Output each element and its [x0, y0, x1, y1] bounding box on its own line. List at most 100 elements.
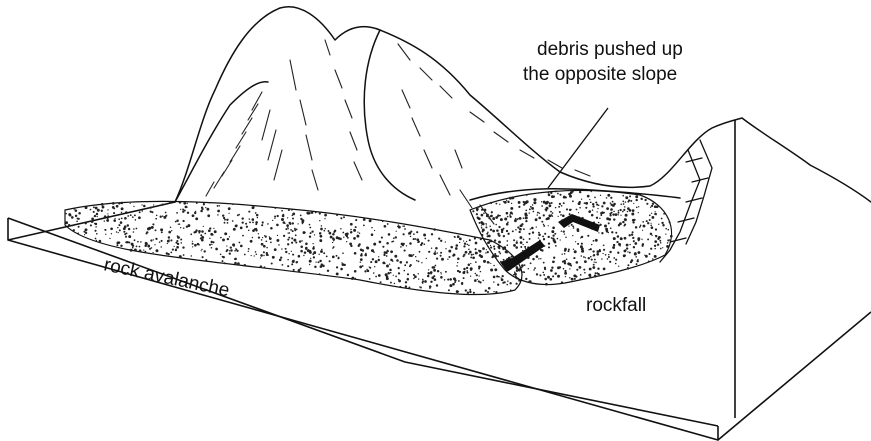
stipple-dot [525, 210, 527, 212]
stipple-dot [85, 232, 87, 234]
stipple-dot [636, 206, 638, 208]
stipple-dot [632, 209, 635, 212]
stipple-dot [548, 246, 550, 248]
stipple-dot [654, 240, 657, 243]
stipple-dot [477, 217, 480, 220]
stipple-dot [125, 211, 128, 214]
stipple-dot [514, 271, 516, 273]
stipple-dot [73, 208, 75, 210]
stipple-dot [260, 254, 263, 257]
stipple-dot [572, 235, 573, 236]
stipple-dot [200, 237, 202, 239]
stipple-dot [466, 267, 468, 269]
stipple-dot [588, 274, 591, 277]
stipple-dot [181, 242, 183, 244]
stipple-dot [291, 263, 293, 265]
stipple-dot [340, 228, 342, 230]
stipple-dot [495, 224, 497, 226]
stipple-dot [515, 246, 518, 249]
stipple-dot [555, 207, 557, 209]
stipple-dot [272, 256, 275, 259]
stipple-dot [309, 236, 311, 238]
stipple-dot [237, 262, 240, 265]
stipple-dot [76, 220, 78, 222]
stipple-dot [321, 225, 323, 227]
stipple-dot [170, 252, 172, 254]
stipple-dot [201, 230, 204, 233]
stipple-dot [649, 214, 651, 216]
stipple-dot [541, 205, 543, 207]
stipple-dot [648, 253, 650, 255]
stipple-dot [528, 268, 529, 269]
mountain [175, 7, 871, 202]
stipple-dot [133, 231, 135, 233]
stipple-dot [133, 206, 134, 207]
stipple-dot [232, 203, 234, 205]
stipple-dot [557, 266, 560, 269]
stipple-dot [649, 219, 651, 221]
stipple-dot [539, 274, 541, 276]
cliff-joint [686, 158, 702, 162]
stipple-dot [447, 279, 449, 281]
stipple-dot [491, 211, 493, 213]
stipple-dot [485, 252, 486, 253]
stipple-dot [262, 237, 263, 238]
stipple-dot [665, 233, 666, 234]
stipple-dot [204, 233, 206, 235]
stipple-dot [180, 209, 181, 210]
stipple-dot [594, 275, 597, 278]
stipple-dot [544, 268, 546, 270]
stipple-dot [558, 216, 559, 217]
stipple-dot [288, 237, 290, 239]
stipple-dot [470, 267, 473, 270]
stipple-dot [658, 224, 659, 225]
hatch-line [455, 150, 462, 168]
stipple-dot [182, 209, 184, 211]
stipple-dot [300, 268, 302, 270]
stipple-dot [519, 225, 521, 227]
stipple-dot [367, 247, 369, 249]
stipple-dot [371, 233, 374, 236]
stipple-dot [343, 216, 345, 218]
stipple-dot [145, 251, 147, 253]
stipple-dot [496, 275, 498, 277]
stipple-dot [424, 280, 427, 283]
stipple-dot [395, 276, 397, 278]
stipple-dot [155, 218, 157, 220]
stipple-dot [408, 232, 411, 235]
stipple-dot [360, 248, 363, 251]
stipple-dot [613, 244, 615, 246]
hatch-line [268, 130, 276, 160]
stipple-dot [494, 248, 496, 250]
stipple-dot [69, 214, 72, 217]
stipple-dot [563, 268, 565, 270]
stipple-dot [433, 269, 436, 272]
stipple-dot [590, 201, 592, 203]
stipple-dot [428, 251, 430, 253]
stipple-dot [490, 202, 492, 204]
stipple-dot [175, 221, 177, 223]
stipple-dot [141, 210, 143, 212]
stipple-dot [107, 213, 108, 214]
stipple-dot [483, 212, 485, 214]
stipple-dot [151, 247, 153, 249]
stipple-dot [657, 238, 659, 240]
stipple-dot [382, 246, 384, 248]
stipple-dot [205, 259, 207, 261]
stipple-dot [238, 242, 240, 244]
stipple-dot [475, 261, 477, 263]
stipple-dot [613, 203, 616, 206]
stipple-dot [256, 214, 259, 217]
stipple-dot [561, 253, 562, 254]
stipple-dot [410, 264, 412, 266]
rockfall-stipple [472, 190, 672, 285]
stipple-dot [512, 230, 514, 232]
stipple-dot [633, 246, 635, 248]
stipple-dot [173, 246, 174, 247]
rockfall-deposit [470, 190, 673, 285]
stipple-dot [252, 237, 254, 239]
stipple-dot [134, 214, 136, 216]
stipple-dot [530, 228, 531, 229]
stipple-dot [492, 217, 495, 220]
stipple-dot [559, 211, 561, 213]
